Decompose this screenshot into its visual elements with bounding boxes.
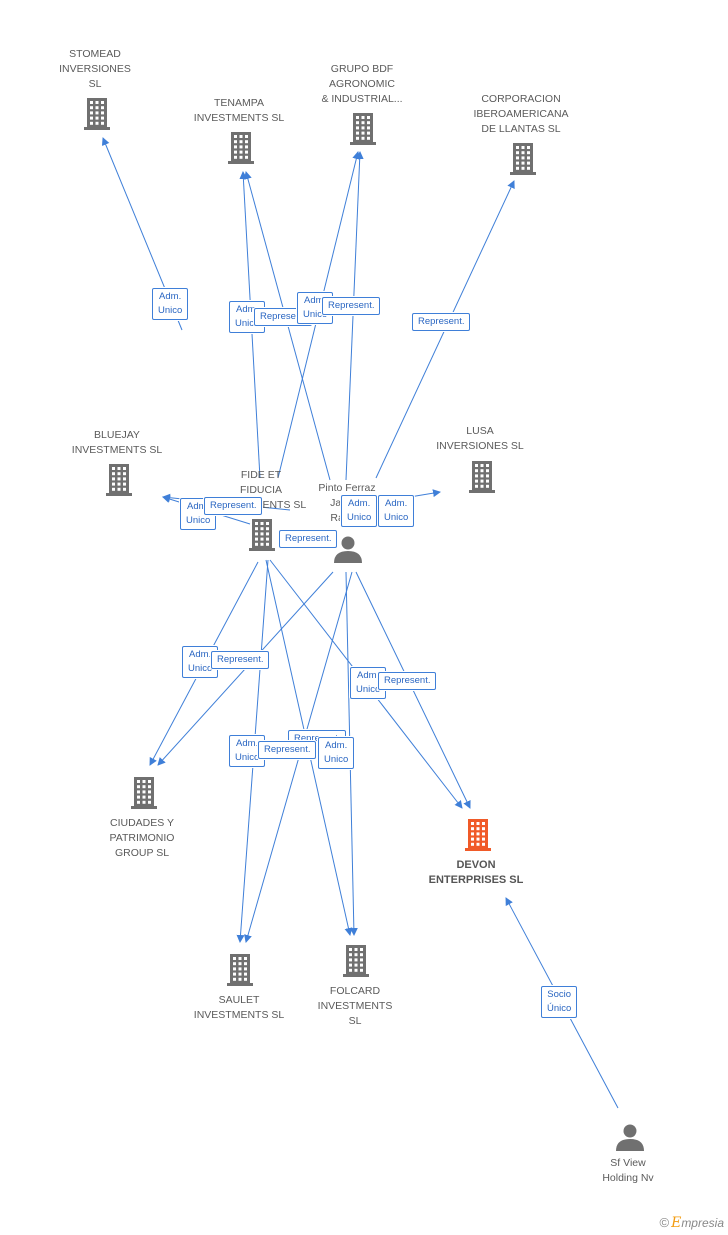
- node-label-devon[interactable]: DEVON ENTERPRISES SL: [428, 859, 524, 886]
- edge-label: Represent.: [279, 530, 338, 548]
- building-icon[interactable]: [249, 519, 275, 551]
- edge-label: Adm. Unico: [229, 735, 266, 767]
- building-icon[interactable]: [343, 945, 369, 977]
- edge-line: [243, 171, 331, 481]
- node-label-bluejay[interactable]: BLUEJAY INVESTMENTS SL: [71, 429, 163, 456]
- building-icon[interactable]: [465, 819, 491, 851]
- person-icon[interactable]: [334, 536, 362, 564]
- node-label-corporacion[interactable]: CORPORACION IBEROAMERICANA DE LLANTAS SL: [473, 93, 569, 135]
- building-icon[interactable]: [106, 464, 132, 496]
- copyright-symbol: ©: [659, 1215, 670, 1230]
- edge-line: [355, 571, 471, 809]
- node-label-tenampa[interactable]: TENAMPA INVESTMENTS SL: [193, 97, 285, 124]
- icons-layer: [84, 98, 644, 1151]
- node-label-ciudades[interactable]: CIUDADES Y PATRIMONIO GROUP SL: [109, 817, 175, 859]
- building-icon[interactable]: [469, 461, 495, 493]
- building-icon[interactable]: [227, 954, 253, 986]
- edge-label: Socio Único: [541, 986, 578, 1018]
- node-label-saulet[interactable]: SAULET INVESTMENTS SL: [193, 994, 285, 1021]
- edge-label: Represent.: [412, 313, 471, 331]
- building-icon[interactable]: [350, 113, 376, 145]
- brand-initial: E: [671, 1215, 682, 1231]
- edge-label: Represent.: [322, 297, 381, 315]
- edge-label: Represent.: [211, 651, 270, 669]
- node-label-lusa[interactable]: LUSA INVERSIONES SL: [436, 425, 524, 452]
- node-label-sfview[interactable]: Sf View Holding Nv: [602, 1157, 654, 1184]
- edge-label: Represent.: [204, 497, 263, 515]
- edge-label: Adm. Unico: [318, 737, 355, 769]
- building-icon[interactable]: [84, 98, 110, 130]
- building-icon[interactable]: [510, 143, 536, 175]
- edge-label: Represent.: [378, 672, 437, 690]
- edge-label: Represent.: [258, 741, 317, 759]
- brand-name: mpresia: [681, 1216, 724, 1230]
- node-label-stomead[interactable]: STOMEAD INVERSIONES SL: [59, 48, 131, 90]
- edge-label: Adm. Unico: [378, 495, 415, 527]
- node-label-grupo-bdf[interactable]: GRUPO BDF AGRONOMIC & INDUSTRIAL...: [321, 63, 403, 105]
- edge-line: [345, 151, 364, 481]
- person-icon[interactable]: [616, 1124, 644, 1152]
- edge-label: Adm. Unico: [341, 495, 378, 527]
- building-icon[interactable]: [131, 777, 157, 809]
- brand-logo: ©Empresia: [659, 1215, 724, 1231]
- building-icon[interactable]: [228, 132, 254, 164]
- edge-label: Adm. Unico: [152, 288, 189, 320]
- node-label-folcard[interactable]: FOLCARD INVESTMENTS SL: [317, 985, 393, 1027]
